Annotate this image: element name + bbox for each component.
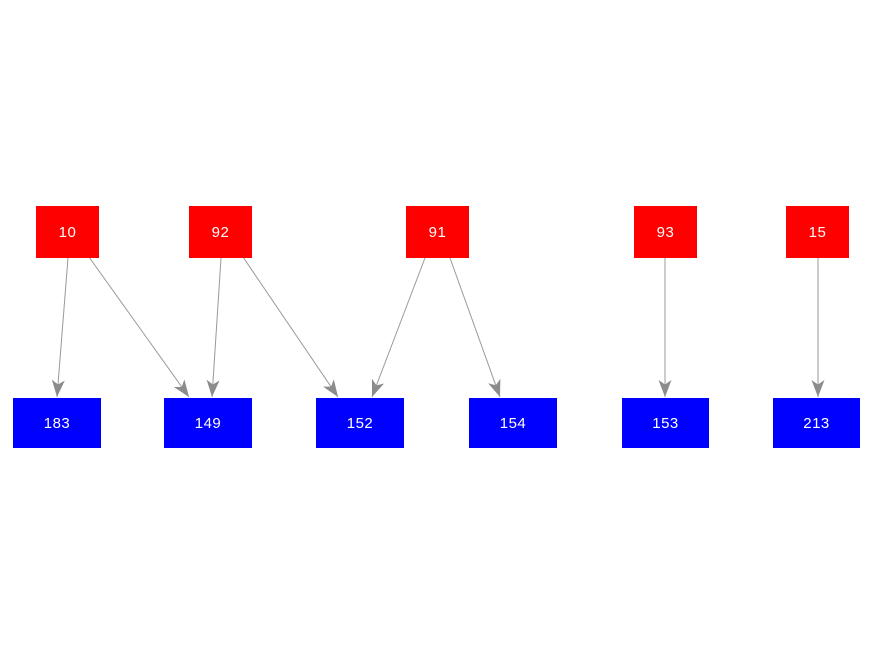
node-label: 153	[652, 414, 679, 432]
node-92[interactable]: 92	[189, 206, 252, 258]
node-91[interactable]: 91	[406, 206, 469, 258]
node-15[interactable]: 15	[786, 206, 849, 258]
node-152[interactable]: 152	[316, 398, 404, 448]
node-213[interactable]: 213	[773, 398, 860, 448]
node-183[interactable]: 183	[13, 398, 101, 448]
node-10[interactable]: 10	[36, 206, 99, 258]
node-label: 152	[346, 414, 374, 432]
node-label: 15	[808, 223, 827, 241]
node-label: 92	[211, 223, 230, 241]
node-label: 10	[58, 223, 77, 241]
node-149[interactable]: 149	[164, 398, 252, 448]
edge-10-149	[88, 256, 190, 398]
edge-92-149	[206, 257, 222, 398]
node-label: 183	[43, 414, 71, 432]
node-93[interactable]: 93	[634, 206, 697, 258]
node-label: 149	[194, 414, 222, 432]
node-label: 154	[499, 414, 527, 432]
edge-10-183	[51, 257, 69, 398]
edge-91-154	[449, 257, 501, 398]
edge-91-152	[371, 257, 426, 398]
node-153[interactable]: 153	[622, 398, 709, 448]
node-label: 213	[803, 414, 830, 432]
node-154[interactable]: 154	[469, 398, 557, 448]
node-label: 93	[656, 223, 675, 241]
edge-92-152	[242, 256, 339, 398]
node-label: 91	[428, 223, 447, 241]
